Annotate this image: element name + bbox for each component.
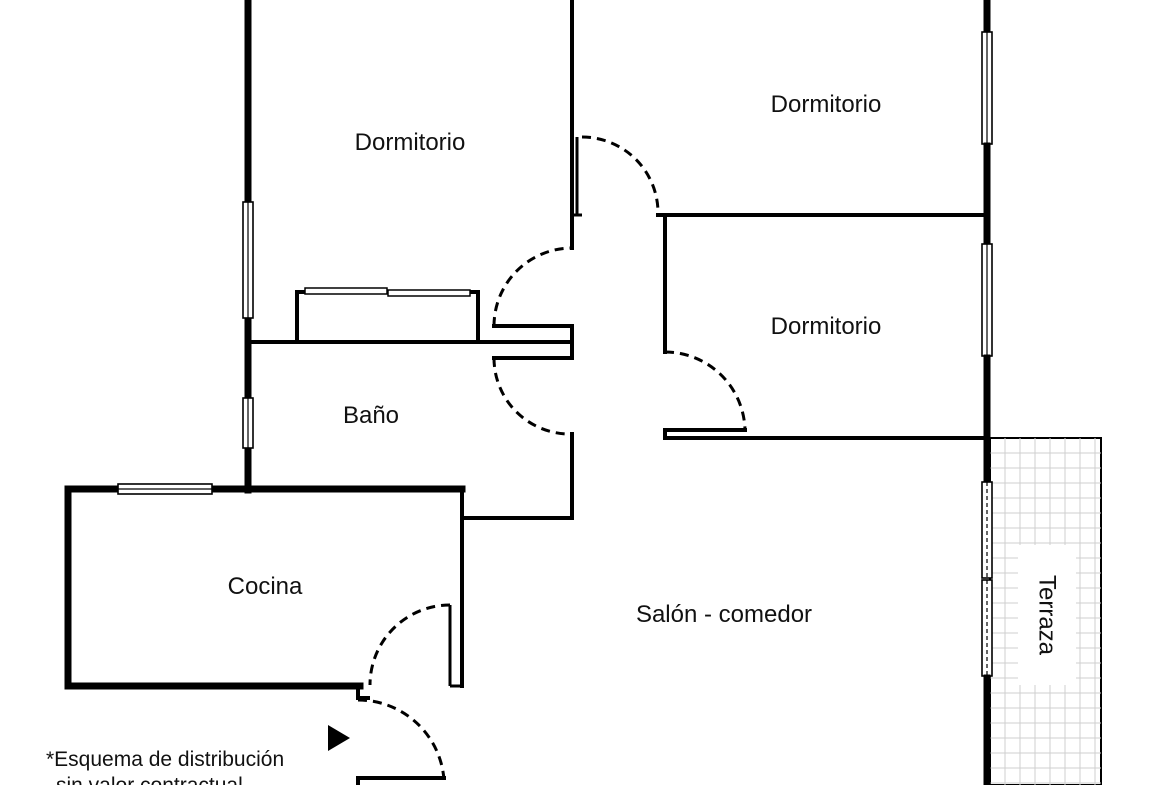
door-cocina (368, 603, 451, 686)
entrance-arrow-icon (328, 725, 350, 751)
label-bano: Baño (343, 402, 399, 429)
label-cocina: Cocina (228, 573, 303, 600)
disclaimer-line-1: *Esquema de distribución (46, 748, 284, 771)
dormitorio-3-bottom-wall (663, 428, 989, 440)
terrace-label-background (1018, 545, 1076, 685)
label-salon-comedor: Salón - comedor (636, 601, 812, 628)
wardrobe (295, 290, 480, 342)
entrance-threshold (356, 776, 446, 785)
door-dormitorio-2 (581, 135, 660, 216)
door-dormitorio-3 (664, 350, 747, 431)
label-terraza: Terraza (1034, 575, 1061, 656)
entrance-wall-top (356, 684, 370, 700)
door-bano (492, 357, 573, 436)
label-dormitorio-1: Dormitorio (355, 129, 466, 156)
terrace-area (989, 437, 1102, 785)
label-dormitorio-2: Dormitorio (771, 91, 882, 118)
wardrobe-sliding-door-2 (387, 289, 471, 297)
door-entrance (357, 698, 446, 781)
cocina-exterior-wall (64, 485, 364, 690)
bano-right-wall (460, 432, 574, 520)
disclaimer-line-2: sin valor contractual (56, 774, 243, 785)
label-dormitorio-3: Dormitorio (771, 313, 882, 340)
wardrobe-sliding-door-1 (304, 287, 388, 295)
door-dormitorio-1 (492, 246, 573, 327)
